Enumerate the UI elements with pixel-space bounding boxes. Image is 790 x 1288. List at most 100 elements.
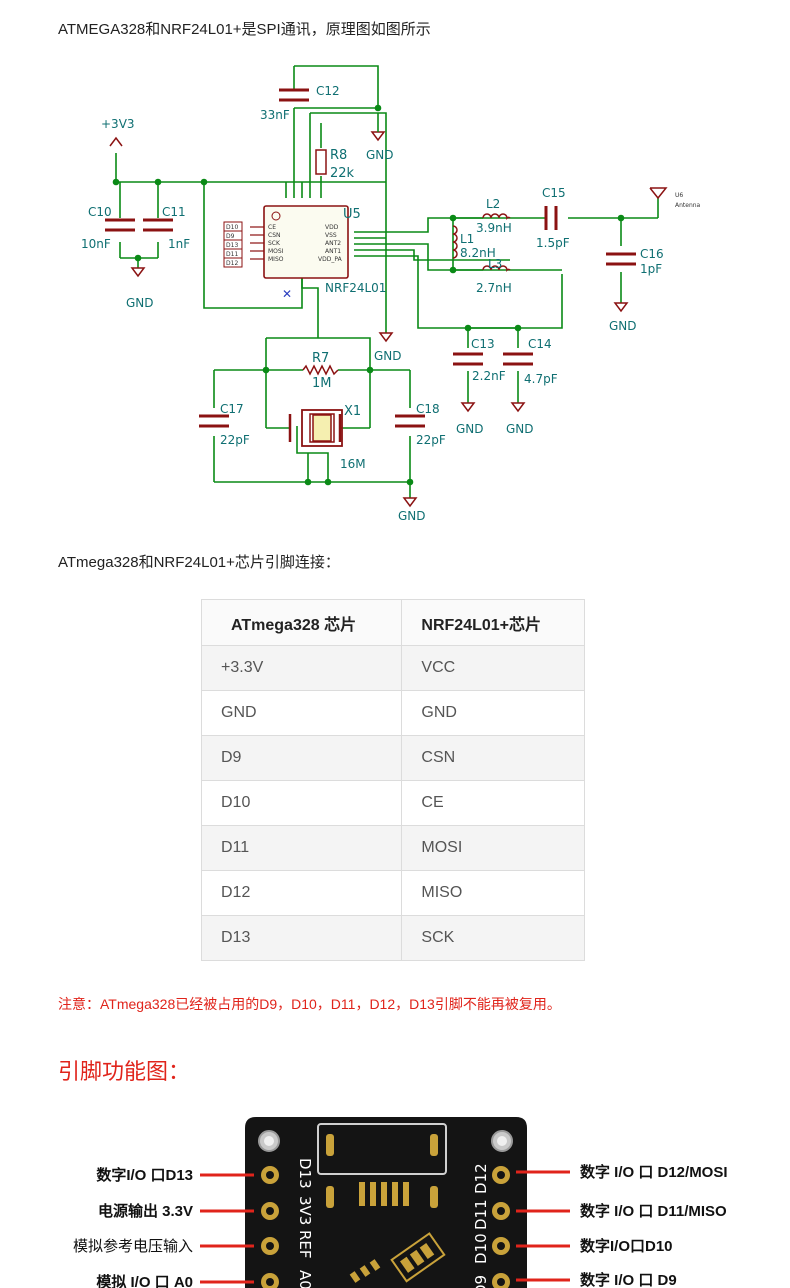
c13-val: 2.2nF (472, 369, 506, 383)
table-cell: D11 (200, 825, 403, 871)
u5-ref: U5 (343, 207, 361, 222)
gnd-2: GND (126, 296, 154, 310)
intro-text: ATMEGA328和NRF24L01+是SPI通讯，原理图如图所示 (58, 21, 431, 38)
no-connect-mark: ✕ (282, 287, 292, 301)
r8-ref: R8 (330, 148, 347, 163)
chip-pin-sck: SCK (268, 240, 281, 247)
table-cell: CE (401, 780, 585, 826)
x1-val: 16M (340, 457, 366, 471)
chip-pin-vss: VSS (325, 232, 337, 239)
chip-net-3: D13 (226, 242, 238, 249)
pin-silk-left: 3V3 (296, 1196, 314, 1225)
c15-val: 1.5pF (536, 236, 570, 250)
schematic-diagram: D10 D9 D13 D11 D12 CE CSN SCK MOSI MISO … (81, 65, 701, 523)
c18-ref: C18 (416, 402, 440, 416)
table-header: NRF24L01+芯片 (401, 599, 585, 646)
table-row: D12 MISO (200, 870, 585, 916)
table-row: +3.3V VCC (200, 645, 585, 691)
table-row: D13 SCK (200, 915, 585, 961)
warning-note: 注意：ATmega328已经被占用的D9，D10，D11，D12，D13引脚不能… (58, 996, 561, 1012)
table-header-row: ATmega328 芯片 NRF24L01+芯片 (200, 599, 585, 646)
c16-val: 1pF (640, 262, 662, 276)
table-row: D9 CSN (200, 735, 585, 781)
table-cell: +3.3V (200, 645, 403, 691)
c17-val: 22pF (220, 433, 250, 447)
chip-pin-ant2: ANT2 (325, 240, 341, 247)
net-vcc: +3V3 (101, 117, 135, 131)
l2-ref: L2 (486, 197, 500, 211)
l2-val: 3.9nH (476, 221, 512, 235)
chip-pin-vdd: VDD (325, 224, 339, 231)
l3-ref: L3 (488, 257, 502, 271)
pin-label-right: 数字I/O口D10 (580, 1237, 673, 1255)
table-cell: VCC (401, 645, 585, 691)
l1-ref: L1 (460, 232, 474, 246)
pcb-pads (349, 1259, 381, 1283)
l3-val: 2.7nH (476, 281, 512, 295)
table-cell: D13 (200, 915, 403, 961)
table-row: D10 CE (200, 780, 585, 826)
pin-connection-heading: ATmega328和NRF24L01+芯片引脚连接： (58, 554, 340, 571)
pin-label-left: 数字I/O 口D13 (96, 1166, 193, 1184)
l1-val: 8.2nH (460, 246, 496, 260)
pin-silk-right: D11 (472, 1199, 490, 1230)
table-row: GND GND (200, 690, 585, 736)
table-cell: GND (200, 690, 403, 736)
c11-val: 1nF (168, 237, 190, 251)
left-pin-header (261, 1166, 279, 1288)
antenna-label: Antenna (675, 202, 701, 209)
table-cell: GND (401, 690, 585, 736)
pin-label-left: 模拟参考电压输入 (73, 1238, 193, 1255)
u5-val: NRF24L01 (325, 281, 386, 295)
gnd-4: GND (609, 319, 637, 333)
table-header: ATmega328 芯片 (200, 599, 403, 646)
antenna-ref: U6 (675, 192, 683, 199)
pin-label-right: 数字 I/O 口 D9 (580, 1271, 677, 1288)
pinout-diagram: D13 3V3 REF A0 D12 D11 D10 D9 数字I/O 口D13… (73, 1117, 728, 1288)
c12-val: 33nF (260, 108, 290, 122)
table-cell: SCK (401, 915, 585, 961)
r8-val: 22k (330, 166, 355, 181)
r7-ref: R7 (312, 351, 329, 366)
pin-silk-left: REF (296, 1230, 314, 1259)
gnd-6: GND (506, 422, 534, 436)
table-cell: MOSI (401, 825, 585, 871)
table-cell: D12 (200, 870, 403, 916)
r7-val: 1M (312, 376, 332, 391)
c12-ref: C12 (316, 84, 340, 98)
x1-ref: X1 (344, 404, 361, 419)
pin-silk-left: D13 (296, 1158, 314, 1189)
table-cell: CSN (401, 735, 585, 781)
chip-pin-vddpa: VDD_PA (318, 256, 343, 263)
c14-val: 4.7pF (524, 372, 558, 386)
pin-label-right: 数字 I/O 口 D11/MISO (580, 1202, 727, 1220)
pin-connection-table: ATmega328 芯片 NRF24L01+芯片 +3.3V VCC GND G… (200, 599, 585, 961)
pin-silk-right: D10 (472, 1233, 490, 1264)
gnd-1: GND (366, 148, 394, 162)
chip-pin-miso: MISO (268, 256, 284, 263)
table-row: D11 MOSI (200, 825, 585, 871)
chip-net-1: D10 (226, 224, 238, 231)
pin-label-left: 模拟 I/O 口 A0 (96, 1273, 193, 1288)
c16-ref: C16 (640, 247, 664, 261)
chip-pin-csn: CSN (268, 232, 281, 239)
chip-net-4: D11 (226, 251, 238, 258)
chip-pin-ant1: ANT1 (325, 248, 341, 255)
gnd-7: GND (398, 509, 426, 523)
table-cell: D10 (200, 780, 403, 826)
table-cell: MISO (401, 870, 585, 916)
c11-ref: C11 (162, 205, 186, 219)
chip-pin-ce: CE (268, 224, 276, 231)
gnd-3: GND (374, 349, 402, 363)
c10-ref: C10 (88, 205, 112, 219)
chip-component (390, 1232, 446, 1283)
c15-ref: C15 (542, 186, 566, 200)
pin-label-left: 电源输出 3.3V (98, 1202, 193, 1220)
usb-connector (317, 1123, 447, 1175)
c10-val: 10nF (81, 237, 111, 251)
gnd-5: GND (456, 422, 484, 436)
chip-net-5: D12 (226, 260, 238, 267)
chip-net-2: D9 (226, 233, 235, 240)
chip-pin-mosi: MOSI (268, 248, 284, 255)
pin-silk-right: D12 (472, 1163, 490, 1194)
